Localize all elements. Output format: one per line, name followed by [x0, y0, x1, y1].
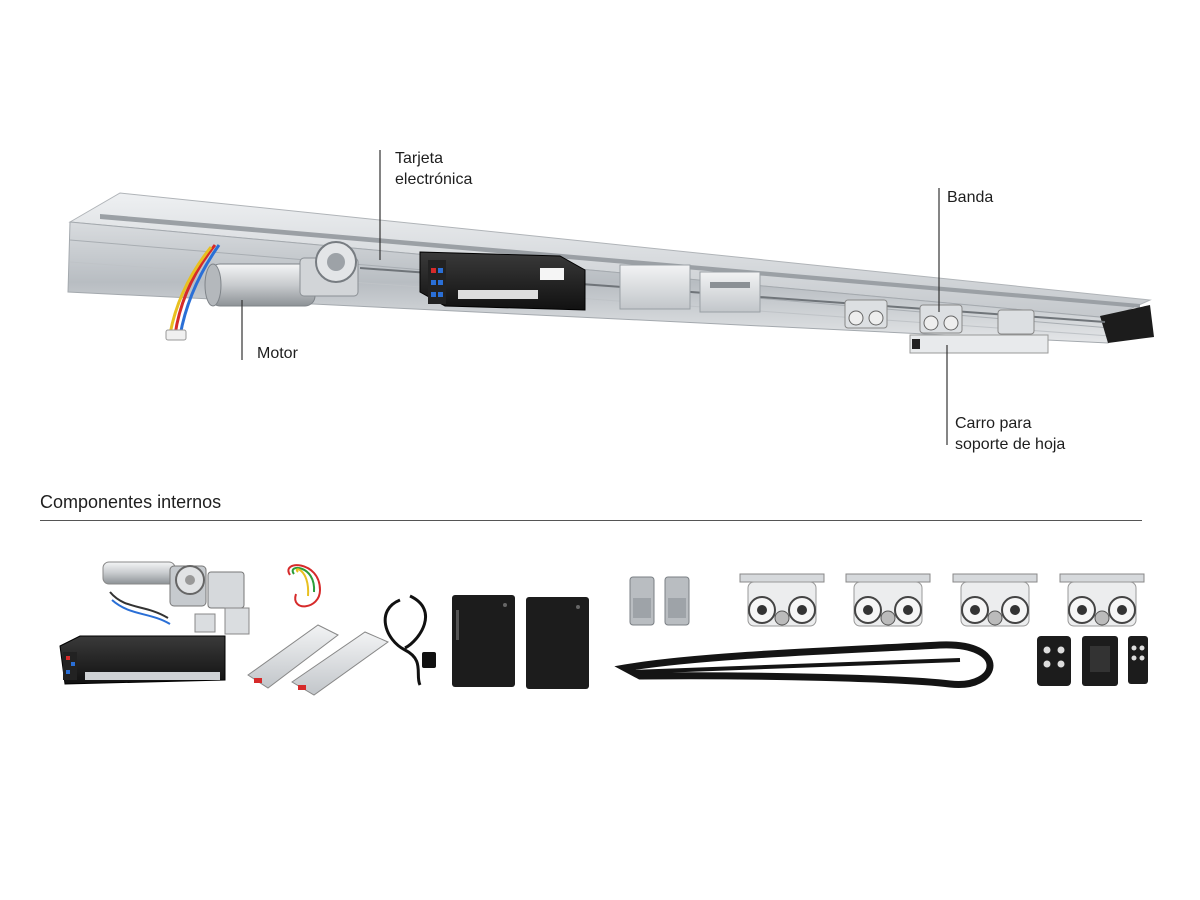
power-module	[619, 264, 761, 313]
comp-belt	[614, 641, 994, 688]
comp-motor-gearbox	[102, 561, 250, 635]
comp-controller	[59, 635, 226, 685]
control-board	[419, 251, 586, 311]
label-carro-soporte-hoja: Carro para soporte de hoja	[955, 415, 1066, 453]
comp-end-caps	[452, 595, 589, 689]
carriages	[844, 299, 1049, 354]
label-motor: Motor	[257, 345, 298, 362]
components-row	[59, 561, 1148, 696]
motor-unit	[165, 241, 359, 341]
comp-remotes	[1037, 636, 1148, 686]
comp-roller-carriages	[739, 573, 1145, 627]
section-title: Componentes internos	[40, 492, 222, 512]
section-divider	[40, 520, 1142, 521]
comp-batteries	[247, 624, 390, 696]
comp-wires	[287, 564, 322, 608]
label-tarjeta-electronica: Tarjeta electrónica	[395, 150, 473, 188]
label-banda: Banda	[947, 189, 994, 206]
comp-brackets	[629, 576, 690, 626]
comp-power-cable	[383, 594, 436, 686]
callout-lines	[241, 150, 948, 445]
